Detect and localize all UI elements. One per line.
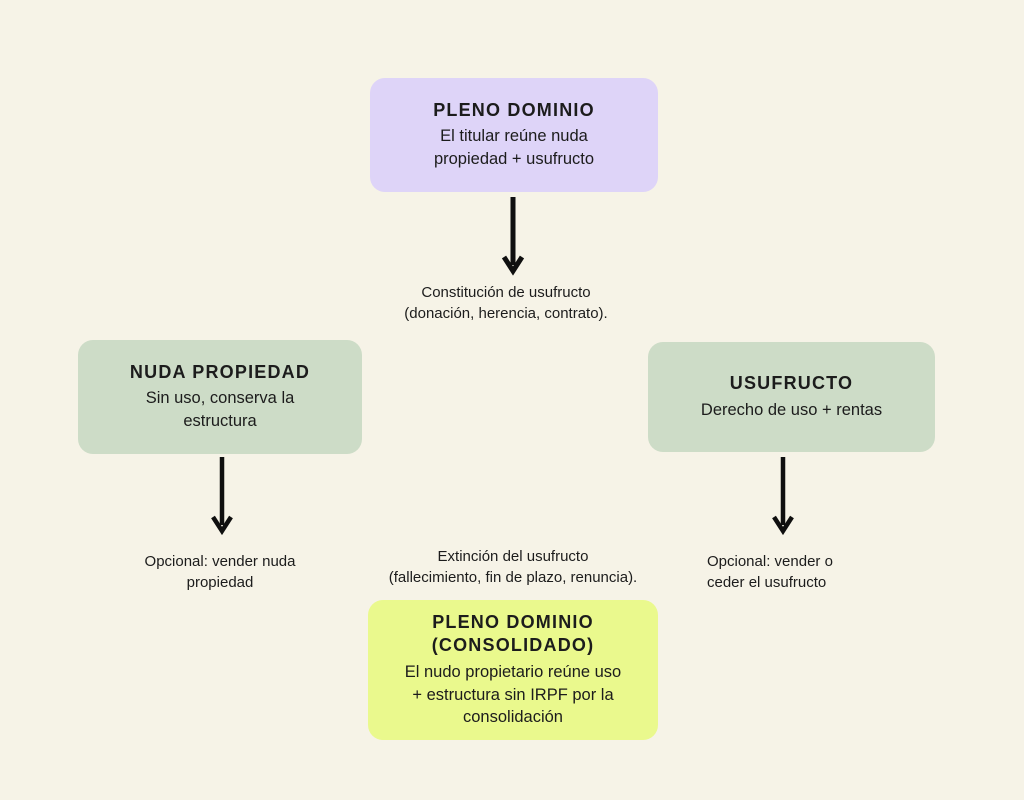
node-usufructo-title: USUFRUCTO [729, 373, 854, 394]
node-pleno-dominio-consolidado: PLENO DOMINIO (CONSOLIDADO) El nudo prop… [368, 600, 658, 740]
node-pleno-dominio-title: PLENO DOMINIO [433, 100, 595, 121]
caption-opcional-vender-nuda: Opcional: vender nuda propiedad [144, 553, 296, 591]
node-pleno-dominio-consolidado-title: PLENO DOMINIO (CONSOLIDADO) [431, 611, 595, 656]
caption-extincion-usufructo: Extinción del usufructo (fallecimiento, … [388, 548, 638, 586]
node-nuda-propiedad-body: Sin uso, conserva la estructura [145, 389, 295, 431]
node-pleno-dominio: PLENO DOMINIO El titular reúne nuda prop… [370, 78, 658, 192]
caption-constitucion-usufructo: Constitución de usufructo (donación, her… [404, 284, 608, 322]
node-pleno-dominio-body: El titular reúne nuda propiedad + usufru… [433, 127, 595, 169]
node-nuda-propiedad: NUDA PROPIEDAD Sin uso, conserva la estr… [78, 340, 362, 454]
caption-opcional-ceder-usufructo: Opcional: vender o ceder el usufructo [707, 553, 833, 591]
down-arrow-constitucion-icon [501, 197, 525, 276]
down-arrow-usufructo-icon [772, 457, 794, 536]
node-pleno-dominio-consolidado-body: El nudo propietario reúne uso + estructu… [404, 662, 622, 727]
down-arrow-nuda-propiedad-icon [211, 457, 233, 536]
node-usufructo: USUFRUCTO Derecho de uso + rentas [648, 342, 935, 452]
node-nuda-propiedad-title: NUDA PROPIEDAD [129, 362, 311, 383]
node-usufructo-body: Derecho de uso + rentas [700, 400, 883, 419]
